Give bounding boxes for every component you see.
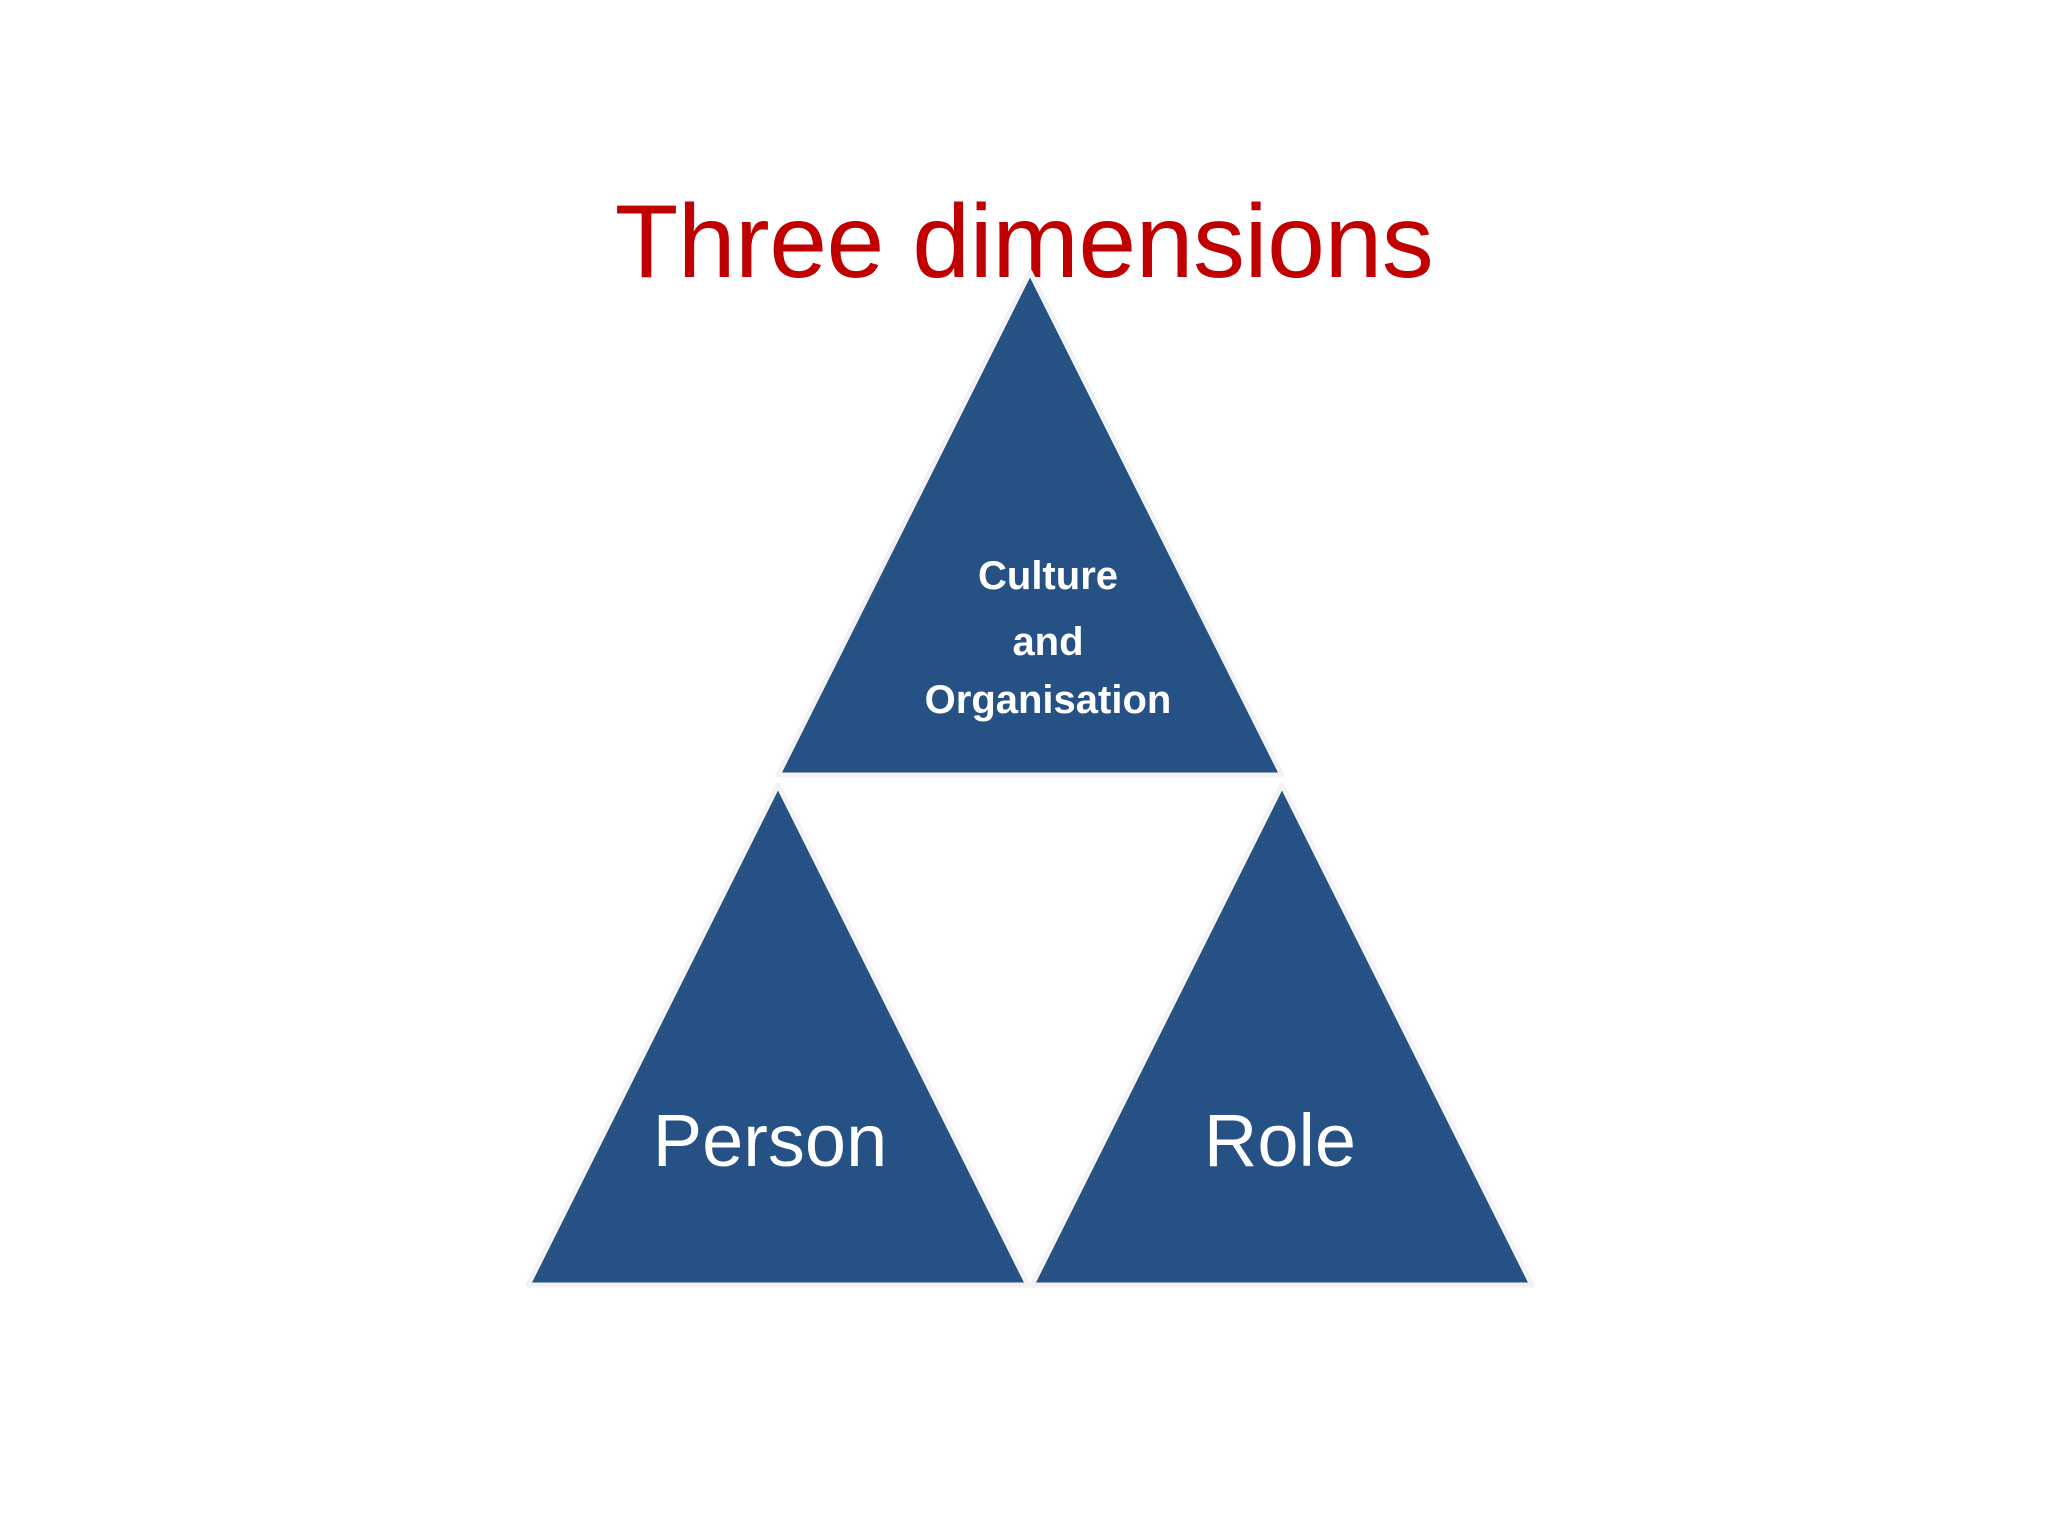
three-dimensions-diagram xyxy=(470,230,1590,1340)
triangle-segment-culture-organisation[interactable] xyxy=(775,269,1285,778)
triangle-segment-person[interactable] xyxy=(525,782,1031,1288)
triangle-segment-role[interactable] xyxy=(1029,782,1535,1288)
triangle-diagram-svg xyxy=(525,269,1535,1288)
